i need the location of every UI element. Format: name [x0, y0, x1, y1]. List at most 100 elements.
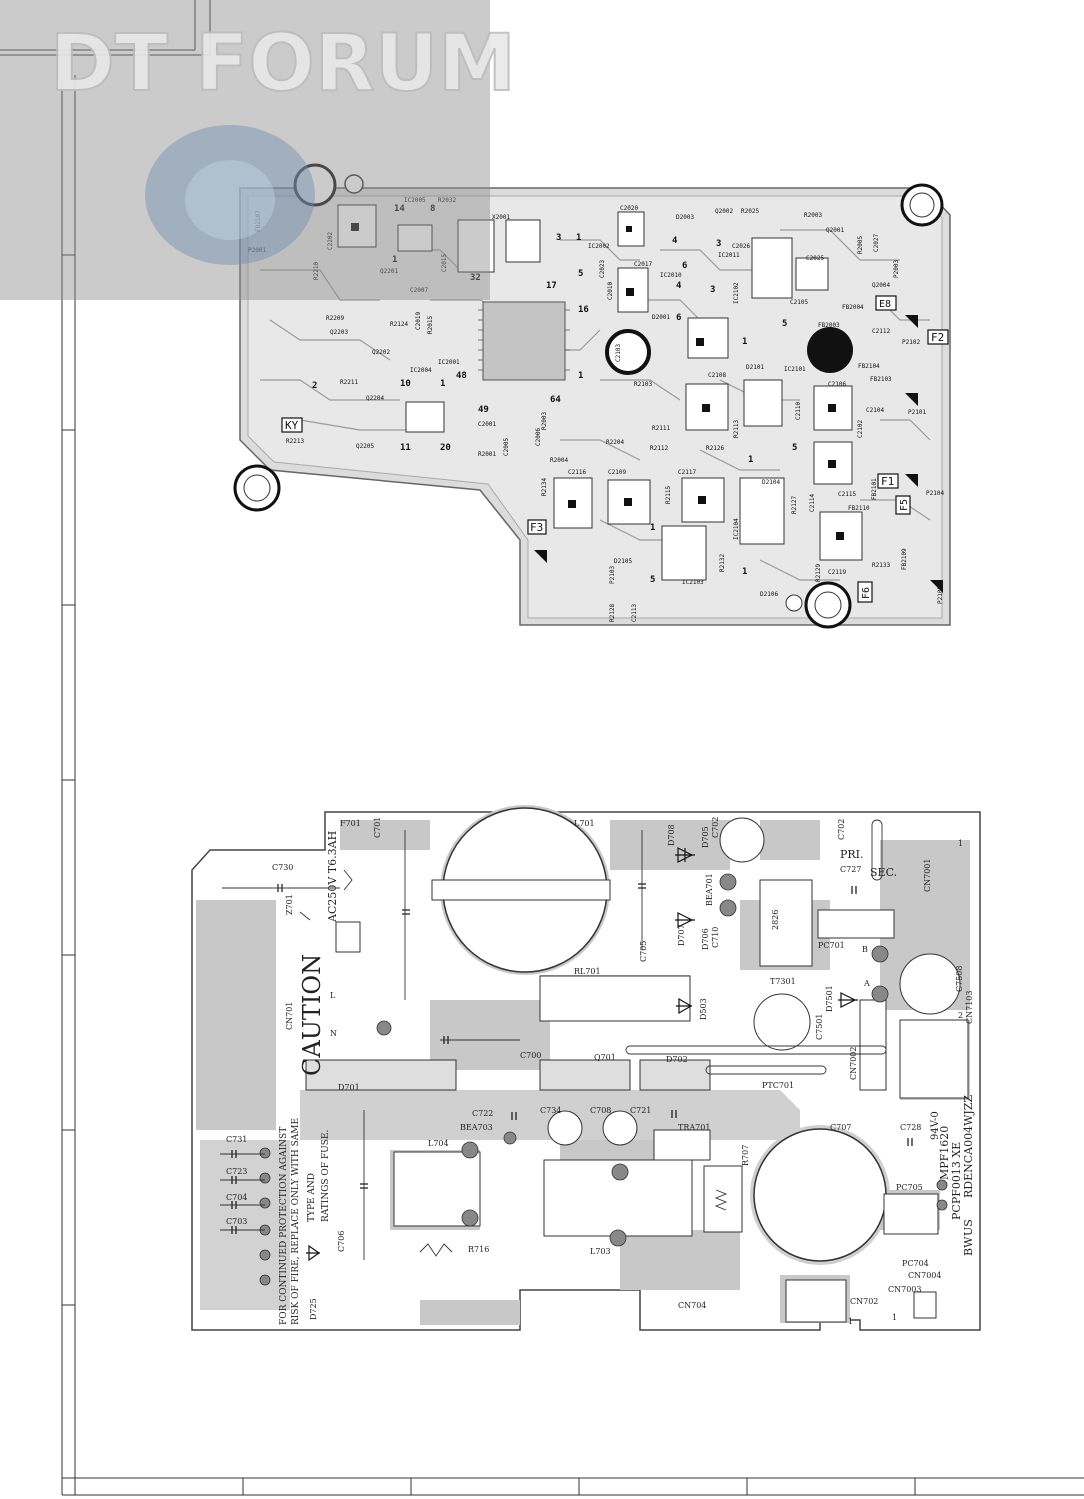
board-code: PCPF0013 XE	[950, 1142, 963, 1220]
pin-number: 1	[576, 233, 581, 243]
rl701-relay	[539, 975, 691, 1022]
ref-label: R2210	[313, 262, 320, 280]
ref-label: D701	[338, 1083, 360, 1092]
ref-label: IC2010	[660, 272, 682, 279]
pin-number: 3	[716, 239, 721, 249]
ref-label: FB2109	[901, 548, 908, 570]
pin-number: 17	[546, 281, 557, 291]
ref-label: R2132	[719, 554, 726, 572]
fiducial-open	[605, 329, 651, 375]
ref-label: R2133	[872, 562, 890, 569]
pin-number: 48	[456, 371, 467, 381]
ref-label: C706	[337, 1231, 346, 1252]
ref-label: L704	[428, 1139, 449, 1148]
ref-label: B	[862, 945, 868, 954]
ref-label: C2202	[327, 232, 334, 250]
pin-number: 16	[578, 305, 589, 315]
ref-label: C707	[830, 1123, 851, 1132]
ref-label: CN7004	[908, 1271, 941, 1280]
pin-number: 1	[578, 371, 583, 381]
ref-label: R2128	[609, 604, 616, 622]
ref-label: C2105	[790, 299, 808, 306]
pin-number: 4	[672, 236, 678, 246]
warning-line-3: TYPE AND	[307, 1173, 317, 1222]
ref-label: FB2004	[842, 304, 864, 311]
warning-line-2: RISK OF FIRE, REPLACE ONLY WITH SAME	[291, 1118, 301, 1325]
ref-label: C710	[711, 927, 720, 948]
ref-label: C2017	[634, 261, 652, 268]
ref-label: R2103	[634, 381, 652, 388]
pin-number: 20	[440, 443, 451, 453]
ref-label: IC2104	[733, 518, 740, 540]
ref-label: 1	[958, 839, 963, 848]
ref-label: C721	[630, 1106, 651, 1115]
ref-label: F701	[340, 819, 361, 828]
ref-label: C708	[590, 1106, 611, 1115]
conn-f6: F6	[861, 587, 872, 599]
caution-label: CAUTION	[298, 954, 326, 1076]
ref-label: D7501	[825, 985, 834, 1012]
ref-label: C2104	[866, 407, 884, 414]
ref-label: R2015	[427, 316, 434, 334]
conn-f5: F5	[899, 499, 910, 511]
ref-label: FB2107	[255, 210, 262, 232]
conn-e8: E8	[879, 299, 891, 310]
board-code: MPF1620	[938, 1126, 951, 1180]
ref-label: D2106	[760, 591, 778, 598]
ref-label: C2015	[441, 254, 448, 272]
ref-label: R2129	[815, 564, 822, 582]
ref-label: C730	[272, 863, 293, 872]
ref-label: D503	[699, 998, 708, 1020]
ref-label: CN702	[850, 1297, 878, 1306]
ref-label: 1	[892, 1313, 897, 1322]
warning-line-4: RATINGS OF FUSE.	[321, 1130, 331, 1222]
ref-label: D706	[701, 928, 710, 950]
pin-number: 1	[392, 255, 397, 265]
ref-label: TRA701	[678, 1123, 710, 1132]
ref-label: C705	[639, 941, 648, 962]
ref-label: C701	[373, 817, 382, 838]
ref-label: 2	[958, 1011, 963, 1020]
pin-number: 11	[400, 443, 411, 453]
ref-label: FB2104	[858, 363, 880, 370]
ref-label: R2032	[438, 197, 456, 204]
ref-label: C2006	[535, 428, 542, 446]
ref-label: R2115	[665, 486, 672, 504]
ref-label: CN7003	[888, 1285, 921, 1294]
ref-label: C2110	[795, 402, 802, 420]
ref-label: CN7001	[923, 859, 932, 892]
pin-number: 32	[470, 273, 481, 283]
ref-label: C2116	[568, 469, 586, 476]
ref-label: C2019	[415, 312, 422, 330]
ref-label: C704	[226, 1193, 247, 1202]
ref-label: Q2202	[372, 349, 390, 356]
ref-label: R2211	[340, 379, 358, 386]
warning-line-1: FOR CONTINUED PROTECTION AGAINST	[279, 1127, 289, 1325]
ref-label: C702	[837, 819, 846, 840]
ref-label: Q2201	[380, 268, 398, 275]
ref-label: C2102	[857, 420, 864, 438]
ref-label: C2115	[838, 491, 856, 498]
pin-number: 1	[748, 455, 753, 465]
ref-label: C2007	[410, 287, 428, 294]
ref-label: P2104	[926, 490, 944, 497]
ref-label: R2134	[541, 478, 548, 496]
ref-label: D708	[667, 824, 676, 846]
ref-label: C727	[840, 865, 861, 874]
ref-label: N	[330, 1029, 337, 1038]
ref-label: C2023	[599, 260, 606, 278]
ref-label: R2204	[606, 439, 624, 446]
ref-label: R2003	[804, 212, 822, 219]
ref-label: FB2101	[871, 478, 878, 500]
ref-label: X2001	[492, 214, 510, 221]
board-code: RDENCA004WJZZ	[962, 1095, 975, 1198]
ref-label: D2104	[762, 479, 780, 486]
pin-number: 3	[556, 233, 561, 243]
ref-label: Q2002	[715, 208, 733, 215]
board-code: BW	[962, 1236, 975, 1256]
ref-label: L703	[590, 1247, 611, 1256]
conn-f3: F3	[530, 521, 543, 534]
pin-number: 5	[792, 443, 797, 453]
ref-label: R2112	[650, 445, 668, 452]
